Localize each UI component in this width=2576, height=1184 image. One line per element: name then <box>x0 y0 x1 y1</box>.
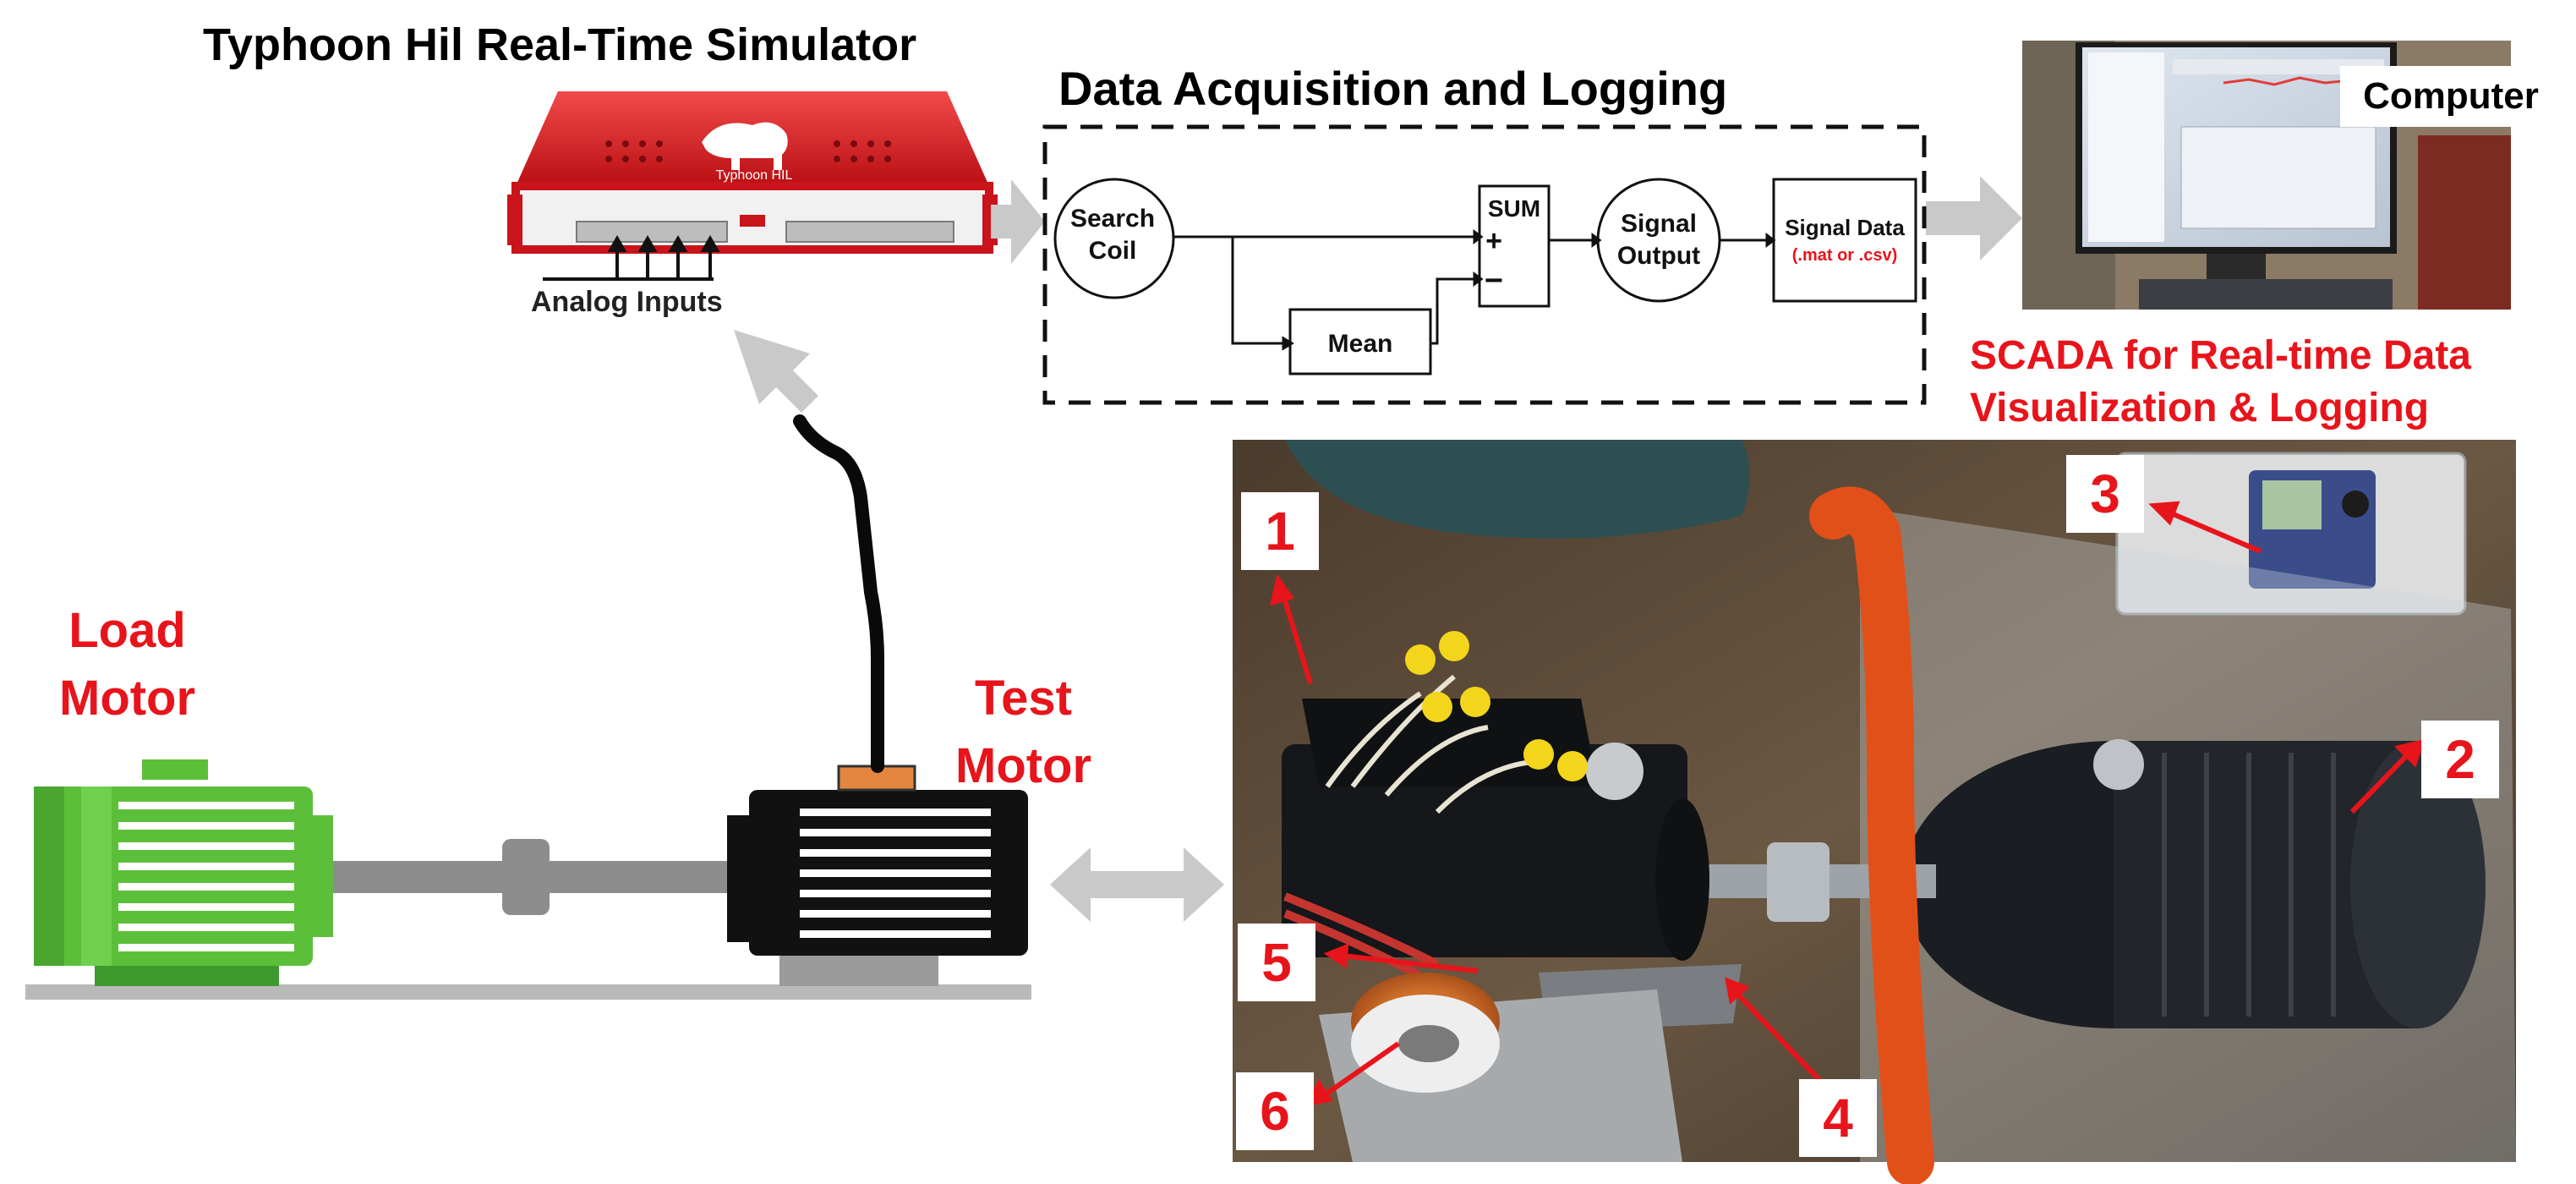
typhoon-hil-device: Typhoon HIL <box>507 91 998 281</box>
analog-inputs-label: Analog Inputs <box>531 286 723 318</box>
load-motor-label: Load Motor <box>59 597 195 732</box>
daq-block-diagram <box>1042 124 1927 405</box>
base-rail <box>25 984 1031 1000</box>
search-coil-label-line2: Coil <box>1089 237 1137 265</box>
mean-label: Mean <box>1328 330 1393 358</box>
arrow-cable-to-analog-inputs <box>734 330 818 413</box>
simulator-title: Typhoon Hil Real-Time Simulator <box>203 19 917 70</box>
sum-block <box>1478 184 1551 308</box>
load-motor-label-line2: Motor <box>59 671 196 726</box>
device-brand-text: Typhoon HIL <box>716 168 793 183</box>
test-motor-photo <box>1282 631 1709 985</box>
arrow-bidirectional-test-motor-photo <box>1050 847 1224 922</box>
sum-label: SUM <box>1488 195 1540 222</box>
arrow-simulator-to-daq <box>991 179 1045 264</box>
photo-marker-3: 3 <box>2066 455 2144 533</box>
daq-title: Data Acquisition and Logging <box>1058 62 1728 115</box>
photo-marker-5: 5 <box>1238 924 1315 1001</box>
motor-schematic <box>25 414 1031 1000</box>
test-motor-label-line1: Test <box>975 671 1072 726</box>
elephant-logo-icon <box>702 122 788 170</box>
sensor-cable <box>793 414 884 773</box>
signal-output-label-line2: Output <box>1617 242 1700 270</box>
load-motor-graphic <box>34 759 333 986</box>
signal-output-label-line1: Signal <box>1621 210 1697 238</box>
photo-marker-2: 2 <box>2421 721 2499 798</box>
scada-label-line2: Visualization & Logging <box>1970 386 2430 430</box>
search-coil-label-line1: Search <box>1070 205 1155 233</box>
coupling <box>502 839 550 915</box>
computer-label: Computer <box>2340 66 2562 127</box>
test-motor-graphic <box>727 765 1028 986</box>
signal-data-block <box>1772 178 1917 303</box>
orange-hose <box>1809 486 1934 1184</box>
lab-photo <box>1233 440 2516 1184</box>
photo-marker-6: 6 <box>1236 1072 1314 1150</box>
test-motor-label: Test Motor <box>955 665 1091 800</box>
photo-marker-4: 4 <box>1799 1079 1877 1157</box>
signal-output-node <box>1596 178 1721 303</box>
scada-label: SCADA for Real-time Data Visualization &… <box>1970 330 2471 435</box>
mean-block <box>1288 308 1432 375</box>
sum-minus-sign: − <box>1485 263 1503 299</box>
sum-plus-sign: + <box>1485 225 1502 257</box>
signal-data-label: Signal Data <box>1785 215 1905 240</box>
signal-data-formats: (.mat or .csv) <box>1792 246 1897 265</box>
daq-texts: Search Coil SUM + − Mean Signal Output S… <box>1070 195 1905 358</box>
photo-marker-1: 1 <box>1241 492 1319 570</box>
flow-arrows <box>734 176 2022 922</box>
search-coil-node <box>1053 178 1175 299</box>
load-motor-label-line1: Load <box>68 603 186 658</box>
scada-label-line1: SCADA for Real-time Data <box>1970 333 2471 378</box>
large-motor-photo <box>1902 739 2486 1028</box>
search-coil-photo <box>1351 973 1500 1093</box>
arrow-daq-to-computer <box>1926 176 2022 260</box>
test-motor-label-line2: Motor <box>955 738 1092 793</box>
